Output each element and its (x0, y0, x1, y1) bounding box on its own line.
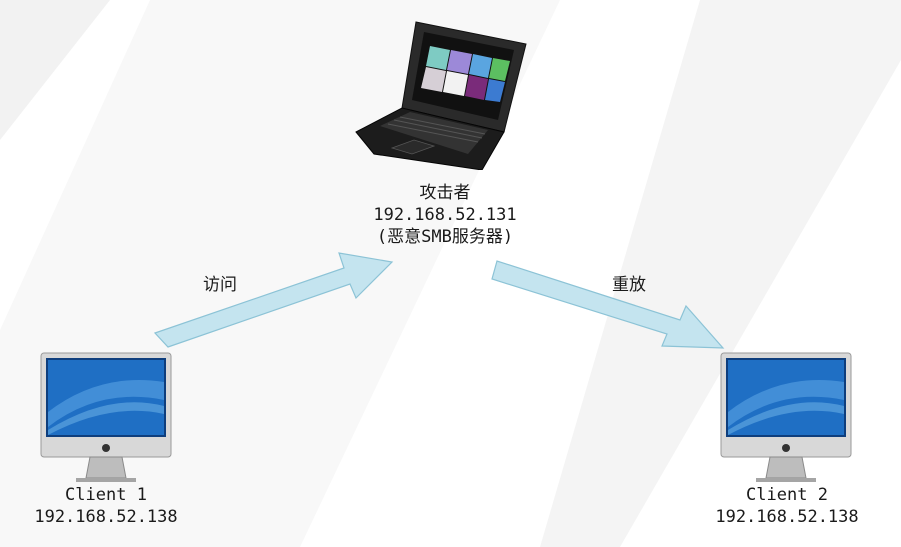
client2-name: Client 2 (746, 485, 828, 505)
imac-icon (720, 352, 852, 482)
attacker-title: 攻击者 (419, 183, 471, 203)
client2-ip: 192.168.52.138 (715, 507, 859, 527)
client1-label: Client 1 192.168.52.138 (6, 484, 206, 528)
laptop-icon (355, 21, 527, 170)
attacker-role: (恶意SMB服务器) (376, 227, 514, 247)
attacker-label: 攻击者 192.168.52.131 (恶意SMB服务器) (340, 182, 550, 248)
client1-name: Client 1 (65, 485, 147, 505)
replay-label: 重放 (612, 275, 646, 295)
access-label: 访问 (203, 275, 237, 295)
client2-label: Client 2 192.168.52.138 (687, 484, 887, 528)
attacker-ip: 192.168.52.131 (373, 205, 517, 225)
client1-ip: 192.168.52.138 (34, 507, 178, 527)
imac-icon (40, 352, 172, 482)
